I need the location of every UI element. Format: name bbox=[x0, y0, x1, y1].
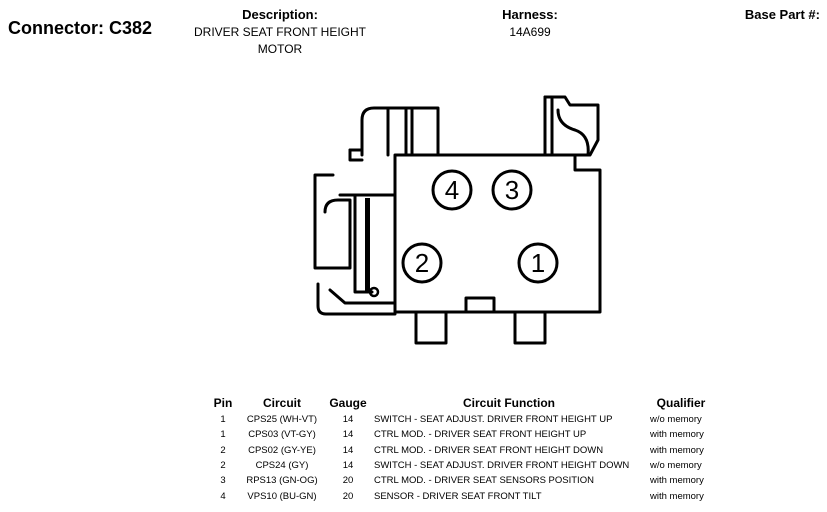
cell-qualifier: with memory bbox=[650, 490, 704, 502]
description-line-2: MOTOR bbox=[257, 42, 303, 56]
pin-4-label: 4 bbox=[445, 175, 459, 205]
cell-function: CTRL MOD. - DRIVER SEAT SENSORS POSITION bbox=[374, 475, 594, 487]
cell-gauge: 14 bbox=[342, 444, 354, 456]
header-qualifier: Qualifier bbox=[656, 396, 706, 410]
cell-function: CTRL MOD. - DRIVER SEAT FRONT HEIGHT UP bbox=[374, 429, 587, 441]
side-lock-inner bbox=[323, 198, 352, 270]
header-gauge: Gauge bbox=[329, 396, 367, 410]
cell-gauge: 20 bbox=[342, 490, 354, 502]
cell-circuit: RPS13 (GN-OG) bbox=[246, 475, 318, 487]
pin-1-circle bbox=[517, 242, 559, 284]
side-lock-knob bbox=[368, 286, 380, 298]
latch-right-inner bbox=[556, 108, 590, 157]
header-pin: Pin bbox=[213, 396, 233, 410]
description-line-1: DRIVER SEAT FRONT HEIGHT bbox=[193, 25, 367, 39]
connector-id: C382 bbox=[109, 18, 153, 38]
pin-2-label: 2 bbox=[415, 248, 429, 278]
cell-gauge: 14 bbox=[342, 460, 354, 472]
cell-function: CTRL MOD. - DRIVER SEAT FRONT HEIGHT DOW… bbox=[374, 444, 604, 456]
side-lock-bottom-2 bbox=[328, 288, 397, 305]
base-part-label: Base Part #: bbox=[744, 7, 820, 22]
pin-1-label: 1 bbox=[531, 248, 545, 278]
cell-circuit: CPS24 (GY) bbox=[255, 460, 309, 472]
cell-circuit: CPS03 (VT-GY) bbox=[248, 429, 316, 441]
cell-function: SWITCH - SEAT ADJUST. DRIVER FRONT HEIGH… bbox=[374, 414, 613, 426]
table-row: 2 CPS24 (GY) 14 SWITCH - SEAT ADJUST. DR… bbox=[207, 458, 715, 473]
table-row: 4 VPS10 (BU-GN) 20 SENSOR - DRIVER SEAT … bbox=[207, 488, 715, 503]
cell-pin: 1 bbox=[220, 414, 226, 426]
cell-pin: 2 bbox=[220, 444, 226, 456]
cell-gauge: 14 bbox=[342, 429, 354, 441]
pin-4-circle bbox=[431, 169, 473, 211]
pinout-table: Pin Circuit Gauge Circuit Function Quali… bbox=[207, 396, 715, 504]
side-lock-bottom bbox=[316, 282, 397, 316]
connector-title: Connector: C382 bbox=[8, 18, 152, 39]
cell-qualifier: w/o memory bbox=[650, 460, 702, 472]
side-lock-arm bbox=[313, 173, 340, 270]
table-row: 1 CPS03 (VT-GY) 14 CTRL MOD. - DRIVER SE… bbox=[207, 427, 715, 442]
connector-label: Connector: bbox=[8, 18, 104, 38]
cell-function: SWITCH - SEAT ADJUST. DRIVER FRONT HEIGH… bbox=[374, 460, 630, 472]
side-lock-frame bbox=[348, 148, 364, 162]
bottom-notch bbox=[464, 296, 496, 314]
harness-label: Harness: bbox=[502, 7, 558, 22]
pin-3-circle bbox=[491, 169, 533, 211]
cell-circuit: VPS10 (BU-GN) bbox=[247, 490, 317, 502]
cell-qualifier: with memory bbox=[650, 475, 704, 487]
cell-circuit: CPS02 (GY-YE) bbox=[248, 444, 316, 456]
header-function: Circuit Function bbox=[463, 396, 555, 410]
side-lock-rail-bar bbox=[365, 198, 370, 293]
cell-function: SENSOR - DRIVER SEAT FRONT TILT bbox=[374, 490, 542, 502]
latch-right-body bbox=[543, 95, 600, 157]
pin-2-circle bbox=[401, 242, 443, 284]
cell-circuit: CPS25 (WH-VT) bbox=[246, 414, 318, 426]
harness-value: 14A699 bbox=[509, 25, 551, 39]
cell-pin: 4 bbox=[220, 490, 226, 502]
table-row: 3 RPS13 (GN-OG) 20 CTRL MOD. - DRIVER SE… bbox=[207, 473, 715, 488]
latch-tab-3 bbox=[386, 106, 440, 157]
table-row: 1 CPS25 (WH-VT) 14 SWITCH - SEAT ADJUST.… bbox=[207, 412, 715, 427]
cell-qualifier: with memory bbox=[650, 444, 704, 456]
description-value: DRIVER SEAT FRONT HEIGHT MOTOR bbox=[170, 24, 390, 58]
cell-pin: 1 bbox=[220, 429, 226, 441]
table-row: 2 CPS02 (GY-YE) 14 CTRL MOD. - DRIVER SE… bbox=[207, 443, 715, 458]
cell-gauge: 14 bbox=[342, 414, 354, 426]
cell-qualifier: w/o memory bbox=[650, 414, 702, 426]
foot-left bbox=[414, 310, 448, 345]
header-circuit: Circuit bbox=[262, 396, 301, 410]
cell-pin: 2 bbox=[220, 460, 226, 472]
cell-gauge: 20 bbox=[342, 475, 354, 487]
foot-right bbox=[513, 310, 547, 345]
cell-pin: 3 bbox=[220, 475, 226, 487]
cell-qualifier: with memory bbox=[650, 429, 704, 441]
pin-3-label: 3 bbox=[505, 175, 519, 205]
table-header-row: Pin Circuit Gauge Circuit Function Quali… bbox=[207, 396, 715, 412]
description-label: Description: bbox=[242, 7, 318, 22]
latch-tab-left bbox=[360, 106, 390, 157]
